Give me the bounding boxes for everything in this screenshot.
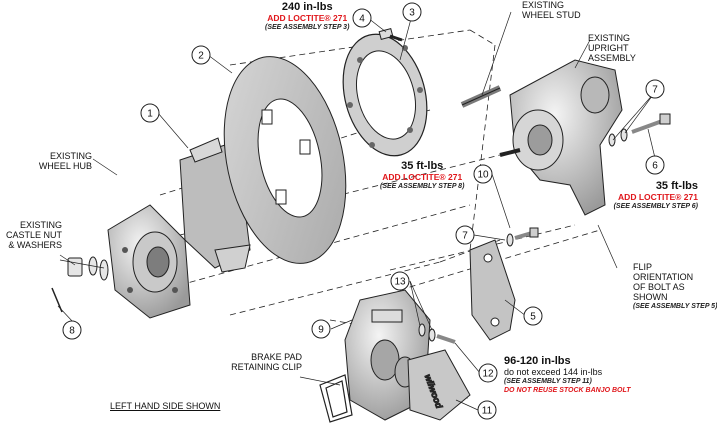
callout-11: 11 bbox=[482, 406, 493, 417]
callout-circles bbox=[62, 2, 665, 420]
assembly-step: (SEE ASSEMBLY STEP 11) bbox=[504, 378, 592, 385]
torque-limit: do not exceed 144 in-lbs bbox=[504, 367, 603, 377]
label-brake-clip: BRAKE PAD RETAINING CLIP bbox=[222, 352, 302, 372]
label-left-hand-side: LEFT HAND SIDE SHOWN bbox=[110, 401, 221, 411]
mount-bolt-washer bbox=[506, 227, 539, 247]
callout-numbers: 1 2 3 4 5 6 7 7 8 9 10 11 12 13 bbox=[69, 8, 658, 417]
diagram-drawing: wilwood bbox=[51, 2, 671, 423]
callout-3: 3 bbox=[409, 8, 415, 19]
label-line: EXISTING bbox=[49, 151, 92, 161]
label-line: WHEEL STUD bbox=[522, 10, 581, 20]
caliper-bracket bbox=[469, 239, 516, 341]
callout-12: 12 bbox=[482, 369, 494, 380]
torque-value: 240 in-lbs bbox=[281, 1, 333, 13]
callout-6: 6 bbox=[652, 161, 658, 172]
label-line: BRAKE PAD bbox=[251, 352, 302, 362]
label-line: EXISTING bbox=[19, 220, 62, 230]
label-line: ASSEMBLY bbox=[588, 53, 636, 63]
label-line: SHOWN bbox=[633, 292, 668, 302]
upright-assembly bbox=[499, 59, 623, 216]
assembly-step: (SEE ASSEMBLY STEP 8) bbox=[380, 183, 465, 190]
label-line: RETAINING CLIP bbox=[231, 362, 302, 372]
rotor-hat bbox=[342, 33, 428, 157]
banjo-warning: DO NOT REUSE STOCK BANJO BOLT bbox=[504, 387, 631, 394]
assembly-step: (SEE ASSEMBLY STEP 6) bbox=[613, 203, 698, 210]
torque-note-item12: 96-120 in-lbs do not exceed 144 in-lbs (… bbox=[504, 355, 631, 395]
banjo-washers-bolt bbox=[418, 323, 456, 344]
label-line: ORIENTATION bbox=[633, 272, 694, 282]
label-line: UPRIGHT bbox=[588, 43, 629, 53]
assembly-step: (SEE ASSEMBLY STEP 5) bbox=[633, 303, 717, 310]
brake-pad: wilwood bbox=[407, 349, 471, 421]
callout-2: 2 bbox=[198, 51, 204, 62]
torque-value: 35 ft-lbs bbox=[655, 180, 698, 192]
loctite-note: ADD LOCTITE® 271 bbox=[267, 13, 348, 23]
callout-9: 9 bbox=[318, 325, 324, 336]
castle-nut-washers bbox=[51, 256, 109, 313]
label-line: CASTLE NUT bbox=[5, 230, 62, 240]
label-line: WHEEL HUB bbox=[38, 161, 92, 171]
label-line: EXISTING bbox=[588, 33, 631, 43]
label-castle-nut: EXISTING CASTLE NUT & WASHERS bbox=[2, 220, 62, 250]
torque-value: 96-120 in-lbs bbox=[504, 355, 571, 367]
callout-8: 8 bbox=[69, 326, 75, 337]
label-line: FLIP bbox=[633, 262, 653, 272]
label-line: & WASHERS bbox=[8, 240, 62, 250]
callout-7-upper: 7 bbox=[652, 85, 658, 96]
torque-note-item10: 35 ft-lbs ADD LOCTITE® 271 (SEE ASSEMBLY… bbox=[380, 160, 464, 191]
loctite-note: ADD LOCTITE® 271 bbox=[382, 172, 463, 182]
loctite-note: ADD LOCTITE® 271 bbox=[618, 192, 698, 202]
brake-rotor bbox=[223, 56, 347, 264]
label-line: EXISTING bbox=[522, 0, 565, 10]
hat-bolt bbox=[378, 27, 403, 42]
exploded-diagram: wilwood bbox=[2, 0, 717, 423]
wheel-hub bbox=[107, 204, 191, 319]
torque-note-item4: 240 in-lbs ADD LOCTITE® 271 (SEE ASSEMBL… bbox=[265, 1, 349, 32]
callout-4: 4 bbox=[359, 14, 365, 25]
torque-value: 35 ft-lbs bbox=[401, 160, 444, 172]
assembly-step: (SEE ASSEMBLY STEP 3) bbox=[265, 24, 350, 31]
wheel-stud bbox=[460, 85, 502, 108]
upright-washers-bolt bbox=[608, 113, 671, 147]
torque-note-item6: 35 ft-lbs ADD LOCTITE® 271 (SEE ASSEMBLY… bbox=[600, 180, 698, 211]
label-wheel-hub: EXISTING WHEEL HUB bbox=[28, 151, 92, 171]
label-wheel-stud: EXISTING WHEEL STUD bbox=[522, 0, 581, 20]
callout-7-lower: 7 bbox=[462, 231, 468, 242]
callout-1: 1 bbox=[147, 109, 153, 120]
label-upright: EXISTING UPRIGHT ASSEMBLY bbox=[588, 33, 636, 63]
pad-retaining-clip bbox=[319, 374, 353, 423]
callout-10: 10 bbox=[477, 170, 489, 181]
callout-13: 13 bbox=[394, 277, 406, 288]
label-flip-bolt: FLIP ORIENTATION OF BOLT AS SHOWN (SEE A… bbox=[633, 262, 717, 311]
callout-5: 5 bbox=[530, 312, 536, 323]
label-line: OF BOLT AS bbox=[633, 282, 685, 292]
